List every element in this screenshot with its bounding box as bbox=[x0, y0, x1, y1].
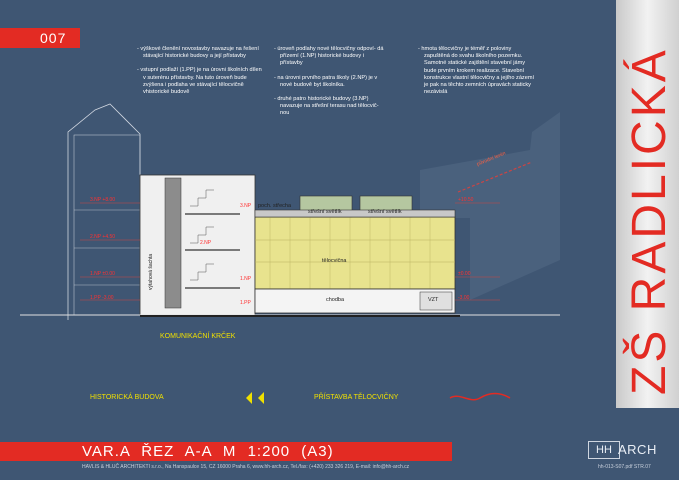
logo-hh: HH bbox=[588, 441, 620, 459]
notes-column-3: hmota tělocvičny je téměř z poloviny zap… bbox=[418, 46, 536, 103]
file-id: hh-013-S07.pdf STR.07 bbox=[598, 464, 651, 470]
gym-label: tělocvična bbox=[322, 258, 347, 264]
arrow-left-symbol bbox=[246, 392, 252, 404]
stair-block bbox=[139, 174, 256, 316]
note-1-1: výškové členění novostavby navazuje na ř… bbox=[137, 46, 265, 60]
notes-column-2: úroveň podlahy nové tělocvičny odpoví- d… bbox=[274, 46, 384, 125]
historic-building-body bbox=[73, 134, 141, 316]
level-label-right-3: -3.00 bbox=[458, 295, 470, 301]
level-label-right-2: ±0.00 bbox=[458, 271, 471, 277]
connector-label: KOMUNIKAČNÍ KRČEK bbox=[160, 333, 236, 340]
floor-tag-1np: 1.NP bbox=[240, 276, 252, 282]
notes-column-1: výškové členění novostavby navazuje na ř… bbox=[137, 46, 265, 103]
school-title: ZŠ RADLICKÁ bbox=[623, 47, 676, 395]
historic-building-outline bbox=[67, 103, 141, 320]
original-terrain-line bbox=[457, 161, 533, 193]
vzt-label: VZT bbox=[428, 297, 439, 303]
floor-tag-1pp: 1.PP bbox=[240, 300, 251, 306]
gym-volume bbox=[254, 216, 456, 290]
note-2-1: úroveň podlahy nové tělocvičny odpoví- d… bbox=[274, 46, 384, 68]
arrow-right-symbol bbox=[258, 392, 264, 404]
terrain-slope bbox=[420, 112, 560, 300]
vzt-room bbox=[419, 291, 453, 311]
level-label-left-3: 1.NP ±0.00 bbox=[90, 271, 115, 277]
sheet-number: 007 bbox=[40, 30, 67, 46]
wave-symbol bbox=[449, 392, 511, 401]
side-title-panel bbox=[616, 0, 679, 408]
level-label-left-1: 3.NP +8.00 bbox=[90, 197, 116, 203]
section-drawing bbox=[20, 103, 560, 404]
title-bar: VAR.A ŘEZ A-A M 1:200 (A3) bbox=[0, 442, 452, 461]
level-label-left-4: 1.PP -3.00 bbox=[90, 295, 114, 301]
shaft-label: výtahová šachta bbox=[148, 253, 154, 290]
skylight-1-label: střešní světlík bbox=[308, 209, 342, 215]
roof-slab bbox=[254, 209, 456, 218]
historic-building-label: HISTORICKÁ BUDOVA bbox=[90, 394, 164, 401]
level-label-left-2: 2.NP +4.50 bbox=[90, 234, 116, 240]
note-2-2: na úrovni prvního patra školy (2.NP) je … bbox=[274, 75, 384, 89]
corridor-label: chodba bbox=[326, 297, 345, 303]
note-1-2: vstupní podlaží (1.PP) je na úrovni škol… bbox=[137, 67, 265, 96]
sheet-number-tab: 007 bbox=[0, 28, 80, 48]
note-2-3: druhé patro historické budovy (3.NP) nav… bbox=[274, 96, 384, 118]
floor-tag-3np: 3.NP bbox=[240, 203, 252, 209]
gym-annex-label: PŘÍSTAVBA TĚLOCVIČNY bbox=[314, 394, 399, 401]
section-title: VAR.A ŘEZ A-A M 1:200 (A3) bbox=[82, 443, 334, 460]
level-label-right-1: +10.50 bbox=[458, 197, 474, 203]
note-3-1: hmota tělocvičny je téměř z poloviny zap… bbox=[418, 46, 536, 96]
company-logo: HH ARCH bbox=[588, 441, 678, 459]
skylight-2-label: střešní světlík bbox=[368, 209, 402, 215]
lift-shaft bbox=[164, 177, 182, 309]
logo-arch: ARCH bbox=[618, 442, 657, 457]
footer-address: HAVLIS & HLUČ ARCHITEKTI s.r.o., Na Hans… bbox=[82, 464, 410, 470]
roof-walk-label: poch. střecha bbox=[258, 203, 292, 209]
floor-tag-2np: 2.NP bbox=[200, 240, 212, 246]
